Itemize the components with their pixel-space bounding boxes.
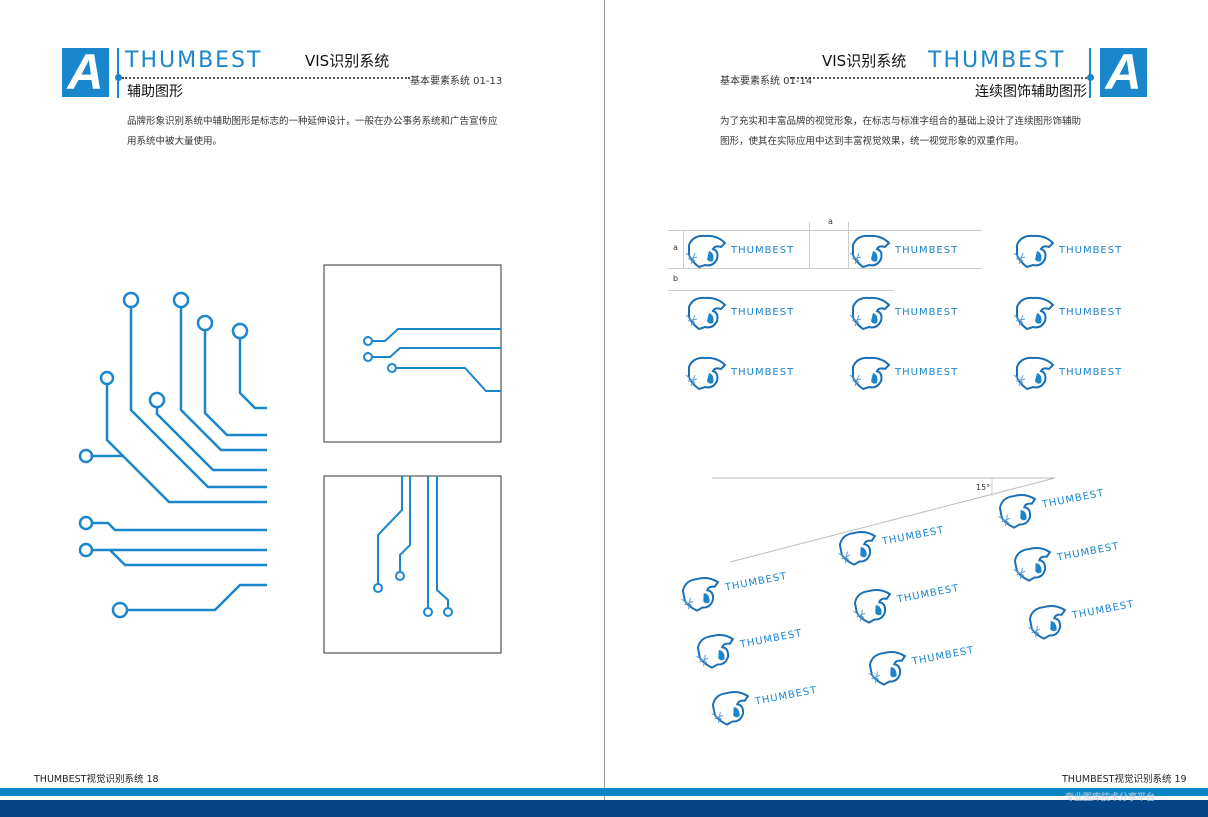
logo-wordmark: THUMBEST — [1059, 244, 1123, 256]
jaguar-head-icon — [849, 296, 891, 331]
watermark: 专业图库技术分享平台 — [1065, 793, 1156, 803]
logo-wordmark: THUMBEST — [895, 366, 959, 378]
jaguar-head-icon — [853, 588, 892, 624]
thumbest-logo: THUMBEST — [847, 353, 958, 391]
body-line: 用系统中被大量使用。 — [127, 136, 223, 147]
jaguar-head-icon — [1028, 604, 1067, 640]
brand-wordmark: THUMBEST — [928, 48, 1066, 73]
circuit-box-2 — [323, 475, 502, 654]
jaguar-head-icon — [998, 493, 1037, 529]
jaguar-head-icon — [681, 576, 720, 612]
logo-wordmark: THUMBEST — [731, 366, 795, 378]
jaguar-head-icon — [838, 530, 877, 566]
logo-wordmark: THUMBEST — [1056, 540, 1121, 564]
page-title: VIS识别系统 — [305, 52, 390, 70]
logo-wordmark: THUMBEST — [895, 306, 959, 318]
logo-wordmark: THUMBEST — [1071, 598, 1136, 622]
jaguar-head-icon — [696, 633, 735, 669]
section-subtitle: 辅助图形 — [127, 84, 183, 100]
page-spine — [604, 0, 605, 817]
body-line: 为了充实和丰富品牌的视觉形象，在标志与标准字组合的基础上设计了连续图形饰辅助 — [720, 116, 1082, 127]
thumbest-logo: THUMBEST — [991, 474, 1107, 533]
angle-label: 15° — [976, 483, 991, 492]
logo-wordmark: THUMBEST — [1059, 366, 1123, 378]
logo-wordmark: THUMBEST — [1041, 487, 1106, 511]
jaguar-head-icon — [685, 356, 727, 391]
logo-wordmark: THUMBEST — [1059, 306, 1123, 318]
circuit-box-1 — [323, 264, 502, 443]
jaguar-head-icon — [849, 356, 891, 391]
guide-line — [848, 222, 849, 268]
footer-band-dark — [0, 800, 1208, 817]
guide-line — [683, 230, 684, 268]
thumbest-logo: THUMBEST — [831, 511, 947, 570]
circuit-large — [78, 291, 267, 619]
jaguar-head-icon — [685, 296, 727, 331]
thumbest-logo: THUMBEST — [861, 631, 977, 690]
footer-band-light — [0, 788, 1208, 796]
guide-line — [668, 230, 982, 231]
section-subtitle: 连续图饰辅助图形 — [975, 84, 1087, 100]
thumbest-logo: THUMBEST — [1011, 293, 1122, 331]
thumbest-logo: THUMBEST — [847, 231, 958, 269]
header-dot — [1087, 74, 1094, 81]
section-code: 基本要素系统 01-13 — [410, 76, 503, 87]
page-footer-right: THUMBEST视觉识别系统 19 — [1062, 774, 1187, 785]
logo-wordmark: THUMBEST — [895, 244, 959, 256]
logo-wordmark: THUMBEST — [896, 582, 961, 606]
thumbest-logo: THUMBEST — [674, 557, 790, 616]
body-line: 图形，使其在实际应用中达到丰富视觉效果，统一视觉形象的双重作用。 — [720, 136, 1025, 147]
logo-wordmark: THUMBEST — [754, 684, 819, 708]
jaguar-head-icon — [1013, 234, 1055, 269]
logo-a-block: A — [62, 47, 109, 97]
body-text: 为了充实和丰富品牌的视觉形象，在标志与标准字组合的基础上设计了连续图形饰辅助 图… — [720, 112, 1120, 152]
guide-line — [668, 290, 894, 291]
jaguar-head-icon — [711, 690, 750, 726]
header-divider — [117, 48, 119, 98]
thumbest-logo: THUMBEST — [1021, 585, 1137, 644]
jaguar-head-icon — [1013, 296, 1055, 331]
thumbest-logo: THUMBEST — [683, 353, 794, 391]
logo-wordmark: THUMBEST — [724, 570, 789, 594]
thumbest-logo: THUMBEST — [846, 569, 962, 628]
thumbest-logo: THUMBEST — [683, 231, 794, 269]
jaguar-head-icon — [1013, 546, 1052, 582]
thumbest-logo: THUMBEST — [1006, 527, 1122, 586]
header-dotted-line — [790, 77, 1087, 79]
jaguar-head-icon — [1013, 356, 1055, 391]
jaguar-head-icon — [849, 234, 891, 269]
guide-line — [668, 268, 982, 269]
section-code: 基本要素系统 01-14 — [720, 76, 813, 87]
logo-a-block: A — [1100, 47, 1147, 97]
logo-wordmark: THUMBEST — [739, 627, 804, 651]
angle-guide — [712, 477, 1056, 563]
logo-wordmark: THUMBEST — [911, 644, 976, 668]
thumbest-logo: THUMBEST — [704, 671, 820, 730]
header-dotted-line — [122, 77, 410, 79]
spacing-label-a: a — [828, 217, 833, 226]
thumbest-logo: THUMBEST — [683, 293, 794, 331]
logo-wordmark: THUMBEST — [881, 524, 946, 548]
jaguar-head-icon — [868, 650, 907, 686]
header-divider — [1089, 48, 1091, 98]
body-line: 品牌形象识别系统中辅助图形是标志的一种延伸设计，一般在办公事务系统和广告宣传应 — [127, 116, 498, 127]
guide-line — [809, 222, 810, 268]
header-dot — [115, 74, 122, 81]
circuit-graphic — [78, 264, 502, 654]
brand-wordmark: THUMBEST — [125, 48, 263, 73]
logo-wordmark: THUMBEST — [731, 306, 795, 318]
thumbest-logo: THUMBEST — [847, 293, 958, 331]
thumbest-logo: THUMBEST — [1011, 353, 1122, 391]
page-footer-left: THUMBEST视觉识别系统 18 — [34, 774, 159, 785]
page-title: VIS识别系统 — [822, 52, 907, 70]
logo-wordmark: THUMBEST — [731, 244, 795, 256]
body-text: 品牌形象识别系统中辅助图形是标志的一种延伸设计，一般在办公事务系统和广告宣传应 … — [127, 112, 527, 152]
thumbest-logo: THUMBEST — [689, 614, 805, 673]
spacing-label-b: b — [673, 274, 679, 283]
spacing-label-a: a — [673, 243, 678, 252]
jaguar-head-icon — [685, 234, 727, 269]
thumbest-logo: THUMBEST — [1011, 231, 1122, 269]
